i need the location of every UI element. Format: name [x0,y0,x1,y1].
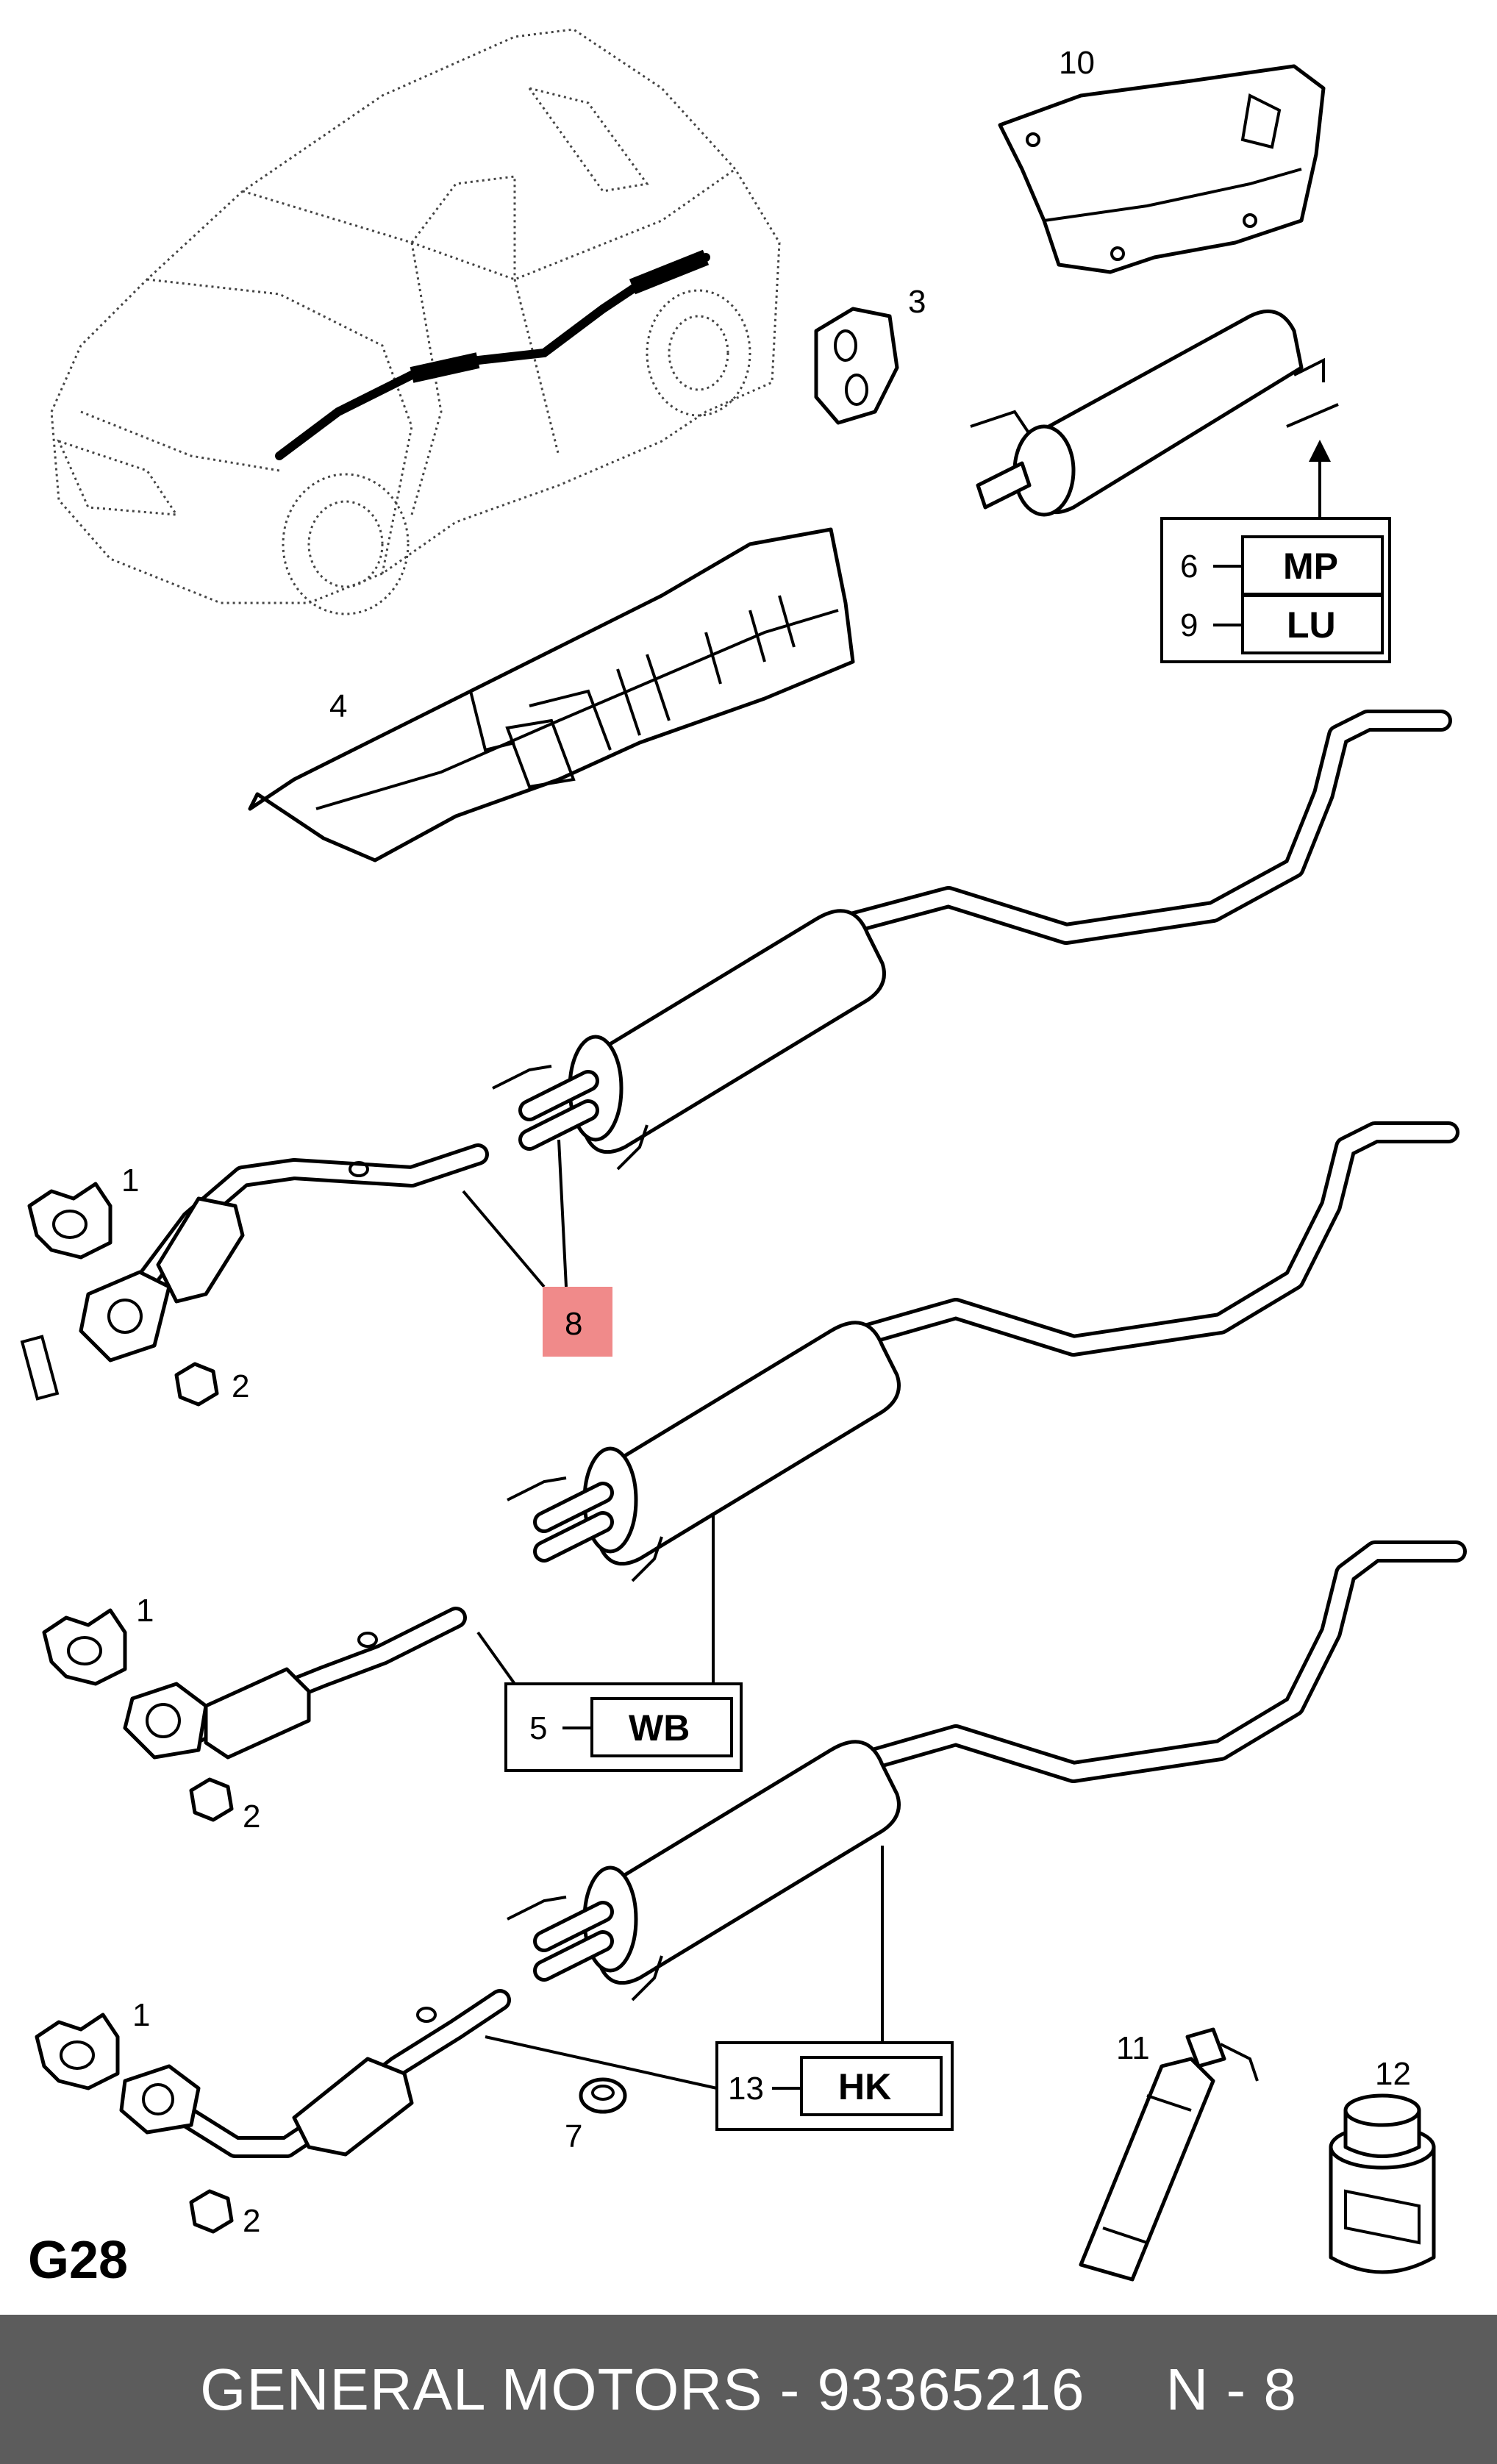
variant-code-mp: MP [1283,546,1338,587]
gasket-1c: 1 [35,1997,150,2090]
callout-2-b: 2 [243,1799,260,1835]
variant-code-hk: HK [838,2066,891,2107]
callout-1-b: 1 [136,1593,154,1629]
nut-2b: 2 [189,1777,260,1835]
stud-bolt [20,1335,60,1401]
exhaust-system-variant-8 [79,710,1452,1363]
variant-num-13: 13 [728,2071,764,2107]
rubber-hanger: 3 [814,284,926,425]
vehicle-illustration [50,28,781,615]
variant-box-wb: 5 WB [504,1682,743,1772]
variant-num-6: 6 [1180,549,1198,585]
callout-1-a: 1 [121,1163,139,1199]
variant-code-wb: WB [629,1707,690,1749]
callout-3: 3 [908,284,926,320]
variant-code-lu: LU [1287,604,1336,646]
nut-2c: 2 [189,2189,260,2239]
gasket-1b: 1 [42,1593,154,1686]
exhaust-system-variant-wb [123,1121,1460,1760]
heat-shield-rear: 10 [998,45,1326,274]
clamp-7: 7 [565,2077,627,2154]
callout-2-c: 2 [243,2203,260,2239]
nut-2a: 2 [174,1362,249,1407]
gasket-1a: 1 [27,1163,139,1260]
footer-text: GENERAL MOTORS - 93365216 N - 8 [200,2356,1297,2424]
exhaust-system-diagram: 10 3 6 9 MP LU [20,28,1467,2290]
exhaust-system-variant-hk [119,1540,1467,2158]
variant-box-hk: 13 HK [715,2041,954,2131]
footer-brand-part: GENERAL MOTORS - 93365216 [200,2356,1085,2422]
rear-silencer [970,309,1339,517]
heat-shield-underbody: 4 [248,527,855,863]
sealant-tube: 11 [1079,2027,1259,2282]
variant-num-5: 5 [529,1710,547,1746]
footer-bar: GENERAL MOTORS - 93365216 N - 8 [0,2315,1497,2464]
callout-7: 7 [565,2118,582,2154]
variant-num-9: 9 [1180,607,1198,643]
callout-8: 8 [565,1306,582,1342]
footer-position: N - 8 [1165,2356,1297,2422]
assembly-paste-jar: 12 [1329,2056,1436,2274]
callout-8-box: 8 [543,1287,612,1357]
callout-10: 10 [1059,45,1095,81]
callout-12: 12 [1375,2056,1411,2092]
callout-1-c: 1 [132,1997,150,2033]
callout-2-a: 2 [232,1368,249,1404]
callout-11: 11 [1116,2030,1150,2066]
variant-box-mp-lu: 6 9 MP LU [1160,517,1391,663]
callout-4: 4 [329,688,347,724]
diagram-tag: G28 [28,2231,128,2290]
